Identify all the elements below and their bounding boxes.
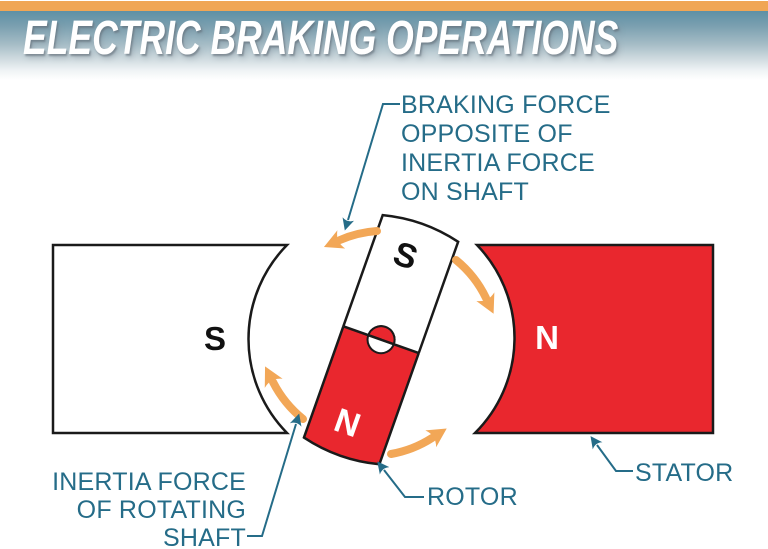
header-band (0, 11, 768, 80)
stator-label: STATOR (635, 459, 733, 487)
stator-right-shape (471, 243, 715, 435)
leader-braking-label (342, 103, 400, 231)
stators: S N (51, 243, 715, 435)
arrow-braking-bottom-right (387, 428, 447, 458)
braking-label-line-3: INERTIA FORCE (401, 149, 595, 177)
rotor-top-half (342, 213, 460, 354)
header-accent-bar (0, 1, 768, 11)
leader-inertia-label (247, 413, 302, 537)
rotor-label: ROTOR (427, 483, 518, 511)
arrow-inertia-top-right (452, 256, 495, 314)
leader-stator-label (590, 436, 633, 472)
inertia-label-line-2: OF ROTATING (77, 496, 246, 524)
braking-label-line-4: ON SHAFT (401, 178, 529, 206)
braking-label-line-1: BRAKING FORCE (401, 91, 611, 119)
page-title: ELECTRIC BRAKING OPERATIONS (23, 12, 619, 65)
stator-left-pole-label: S (204, 320, 226, 357)
inertia-label-line-1: INERTIA FORCE (52, 468, 246, 496)
arrow-braking-top-left (323, 227, 381, 249)
stator-right-pole-label: N (535, 319, 559, 356)
stator-left-shape (51, 243, 290, 435)
rotor-bottom-half (302, 325, 420, 466)
rotor-shaft-circle-top (367, 325, 396, 346)
rotor-divider-line (342, 325, 420, 355)
braking-label-line-2: OPPOSITE OF (401, 120, 573, 148)
inertia-label-line-3: SHAFT (163, 524, 246, 549)
rotor: S N (302, 213, 460, 466)
callout-labels: BRAKING FORCE OPPOSITE OF INERTIA FORCE … (52, 91, 733, 549)
leader-rotor-label (377, 461, 424, 498)
leader-lines (247, 103, 633, 537)
arrow-inertia-bottom-left (264, 366, 307, 423)
